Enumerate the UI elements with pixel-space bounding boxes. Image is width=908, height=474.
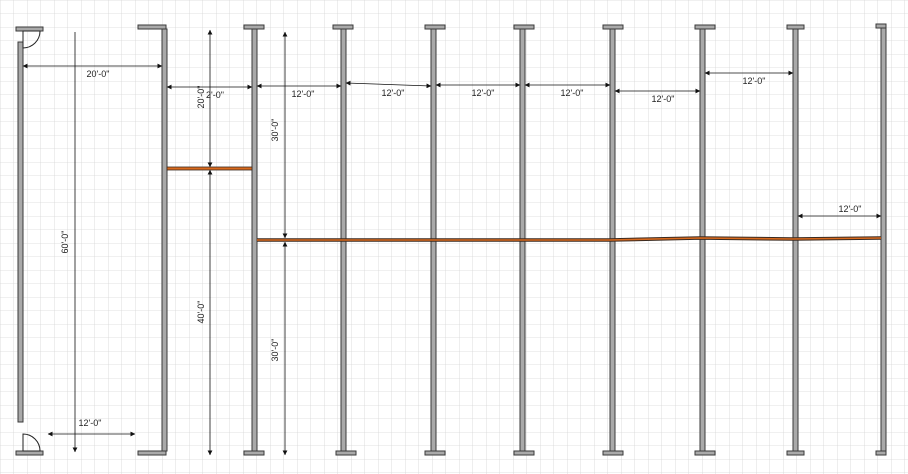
partition-long-orange	[257, 237, 882, 241]
right-wall-bottom-cap	[875, 450, 887, 456]
label-upper-left-height: 20'-0"	[196, 86, 206, 109]
left-wall-bottom-cap	[15, 450, 44, 456]
label-first-bay: 20'-0"	[87, 69, 110, 79]
dim-bay-2-line	[345, 80, 432, 89]
label-bay-2: 12'-0"	[382, 88, 405, 98]
left-wall	[17, 41, 24, 423]
column-4-bottom-cap	[424, 450, 446, 456]
column-2-top-cap	[243, 24, 265, 30]
label-bay-5: 12'-0"	[652, 94, 675, 104]
column-2	[251, 28, 258, 452]
top-door-swing	[22, 30, 41, 49]
column-7-bottom-cap	[694, 450, 716, 456]
column-3-bottom-cap	[335, 450, 357, 456]
label-bay-3: 12'-0"	[472, 88, 495, 98]
label-lower-right-height: 30'-0"	[270, 339, 280, 362]
dimension-labels: 60'-0" 20'-0" 2'-0" 20'-0" 40'-0" 30'-0"…	[60, 69, 861, 428]
column-8-top-cap	[786, 24, 805, 30]
column-6-bottom-cap	[602, 450, 624, 456]
label-bay-6: 12'-0"	[743, 76, 766, 86]
dimension-lines	[22, 29, 882, 456]
label-bay-1: 12'-0"	[292, 89, 315, 99]
label-upper-right-height: 30'-0"	[270, 119, 280, 142]
label-overall-height: 60'-0"	[60, 231, 70, 254]
label-bay-4: 12'-0"	[561, 88, 584, 98]
column-7-top-cap	[694, 24, 716, 30]
label-lower-left-height: 40'-0"	[196, 301, 206, 324]
label-bay-7: 12'-0"	[839, 204, 862, 214]
column-4-top-cap	[424, 24, 446, 30]
right-wall	[880, 27, 887, 452]
column-7	[699, 28, 706, 452]
column-5-bottom-cap	[513, 450, 535, 456]
doors	[22, 30, 41, 452]
left-wall-top-cap	[15, 26, 44, 32]
right-wall-top-cap	[875, 23, 887, 29]
column-5-top-cap	[513, 24, 535, 30]
column-1	[161, 28, 168, 452]
column-1-top-cap	[137, 24, 167, 30]
column-1-bottom-cap	[137, 450, 167, 456]
column-2-bottom-cap	[243, 450, 265, 456]
partition-left-short	[166, 166, 253, 171]
column-6-top-cap	[602, 24, 624, 30]
column-8-bottom-cap	[786, 450, 805, 456]
label-small-width: 2'-0"	[206, 90, 224, 100]
label-door-bay: 12'-0"	[79, 418, 102, 428]
bottom-door-swing	[22, 433, 41, 452]
column-3-top-cap	[332, 24, 354, 30]
